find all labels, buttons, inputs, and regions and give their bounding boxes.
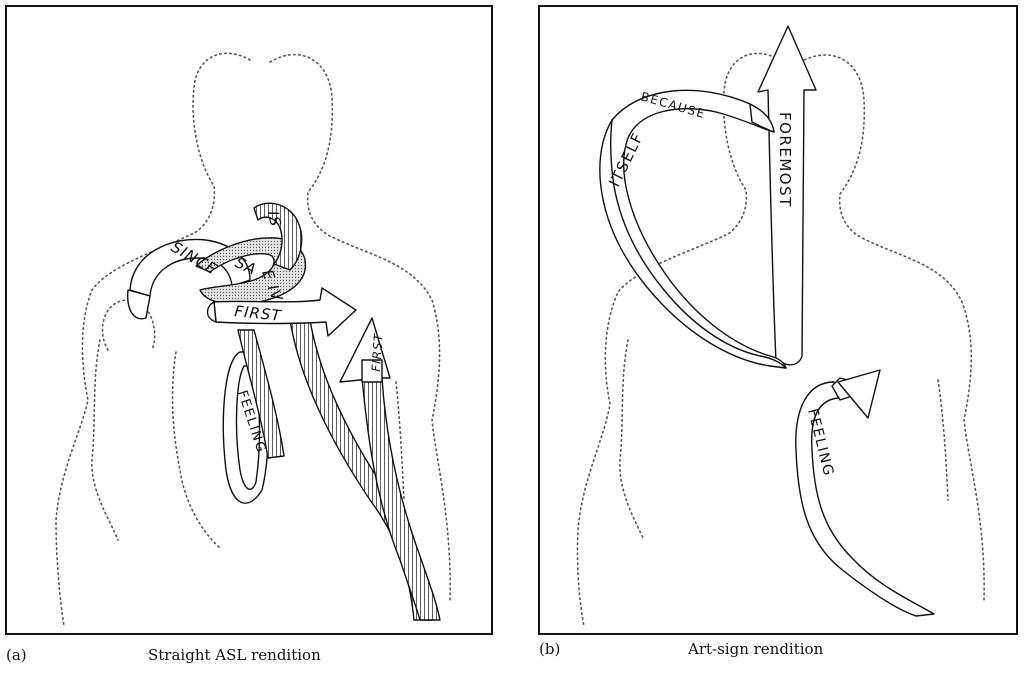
panel-b-caption: Art-sign rendition <box>688 640 823 658</box>
panel-a-caption: Straight ASL rendition <box>148 646 321 664</box>
panel-b: BECAUSE FOREMOST ITSELF FEELING <box>539 6 1017 634</box>
panel-a-letter: (a) <box>6 646 27 664</box>
panel-a: SINCE IS SA E IV FIRST FIRST FEELING <box>6 6 492 634</box>
label-foremost: FOREMOST <box>776 112 794 208</box>
panel-b-letter: (b) <box>539 640 560 658</box>
label-is: IS <box>264 210 284 229</box>
label-first-arrow: FIRST <box>369 332 386 372</box>
